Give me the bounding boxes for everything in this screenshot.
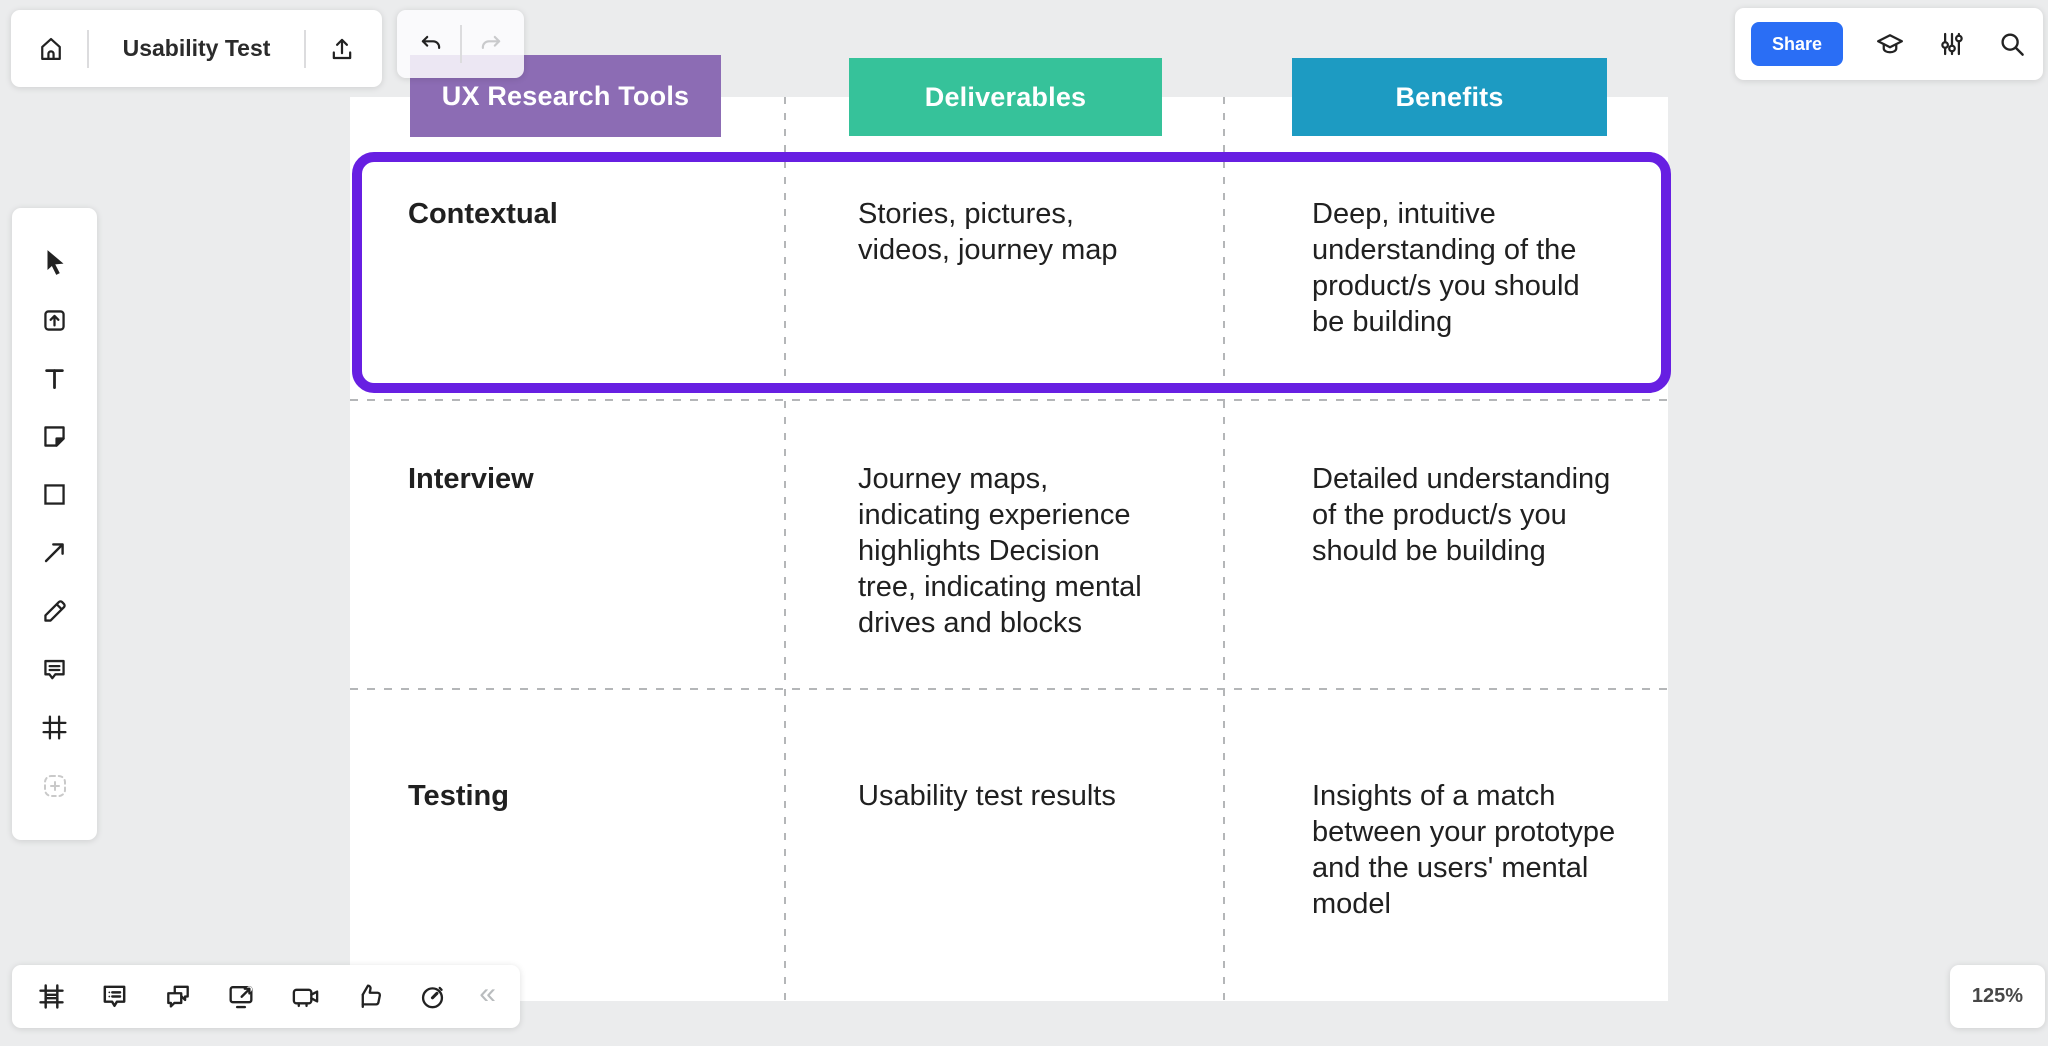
row-divider	[350, 399, 1668, 401]
video-call-icon[interactable]	[289, 981, 322, 1012]
board-header-card: Usability Test	[11, 10, 382, 87]
cell-row1-deliverable[interactable]: Stories, pictures, videos, journey map	[858, 198, 1118, 266]
column-divider	[784, 97, 786, 1001]
collapse-toolbar-icon[interactable]: «	[479, 976, 496, 1010]
top-right-toolbar: Share	[1735, 8, 2043, 80]
search-icon[interactable]	[1997, 29, 2027, 59]
zoom-level-badge[interactable]: 125%	[1950, 965, 2045, 1028]
board-title[interactable]: Usability Test	[122, 35, 271, 61]
frame-icon[interactable]	[40, 713, 69, 742]
header-label: Benefits	[1395, 81, 1504, 112]
redo-icon[interactable]	[476, 31, 506, 57]
learn-icon[interactable]	[1873, 29, 1907, 59]
collaboration-toolbar: «	[12, 965, 520, 1028]
row-divider	[350, 688, 1668, 690]
cell-row3-benefit[interactable]: Insights of a match between your prototy…	[1312, 780, 1616, 920]
divider	[304, 29, 306, 68]
selection-outline	[352, 152, 1671, 393]
header-label: Deliverables	[924, 81, 1087, 112]
frames-icon[interactable]	[36, 981, 67, 1012]
cell-row1-benefit[interactable]: Deep, intuitive understanding of the pro…	[1312, 198, 1580, 338]
cell-row3-deliverable[interactable]: Usability test results	[858, 780, 1116, 812]
comment-icon[interactable]	[40, 655, 69, 684]
undo-icon[interactable]	[416, 31, 446, 57]
present-icon[interactable]	[225, 981, 257, 1012]
cell-row2-benefit[interactable]: Detailed understanding of the product/s …	[1312, 463, 1611, 567]
history-card	[397, 10, 524, 78]
chat-icon[interactable]	[162, 981, 194, 1012]
arrow-icon[interactable]	[40, 538, 69, 567]
share-button[interactable]: Share	[1751, 22, 1843, 66]
select-cursor-icon[interactable]	[40, 247, 70, 277]
header-deliverables[interactable]: Deliverables	[849, 58, 1162, 136]
cell-row2-deliverable[interactable]: Journey maps, indicating experience high…	[858, 463, 1142, 639]
pen-icon[interactable]	[40, 597, 69, 626]
cell-row2-tool[interactable]: Interview	[408, 463, 534, 495]
cell-row3-tool[interactable]: Testing	[408, 780, 509, 812]
tools-sidebar	[12, 208, 97, 840]
text-icon[interactable]	[40, 364, 69, 393]
divider	[459, 25, 462, 63]
notes-icon[interactable]	[99, 981, 130, 1012]
export-icon[interactable]	[328, 35, 356, 63]
header-label: UX Research Tools	[441, 80, 690, 111]
settings-sliders-icon[interactable]	[1937, 29, 1967, 59]
divider	[87, 29, 89, 68]
board-canvas[interactable]	[350, 97, 1668, 1001]
header-benefits[interactable]: Benefits	[1292, 58, 1607, 136]
timer-icon[interactable]	[417, 981, 448, 1012]
reactions-icon[interactable]	[354, 981, 385, 1012]
shape-icon[interactable]	[40, 480, 69, 509]
column-divider	[1223, 97, 1225, 1001]
zoom-level: 125%	[1971, 985, 2024, 1007]
home-icon[interactable]	[37, 35, 65, 63]
add-more-icon[interactable]	[40, 771, 70, 801]
upload-icon[interactable]	[40, 306, 69, 335]
sticky-note-icon[interactable]	[40, 422, 69, 451]
cell-row1-tool[interactable]: Contextual	[408, 198, 558, 230]
